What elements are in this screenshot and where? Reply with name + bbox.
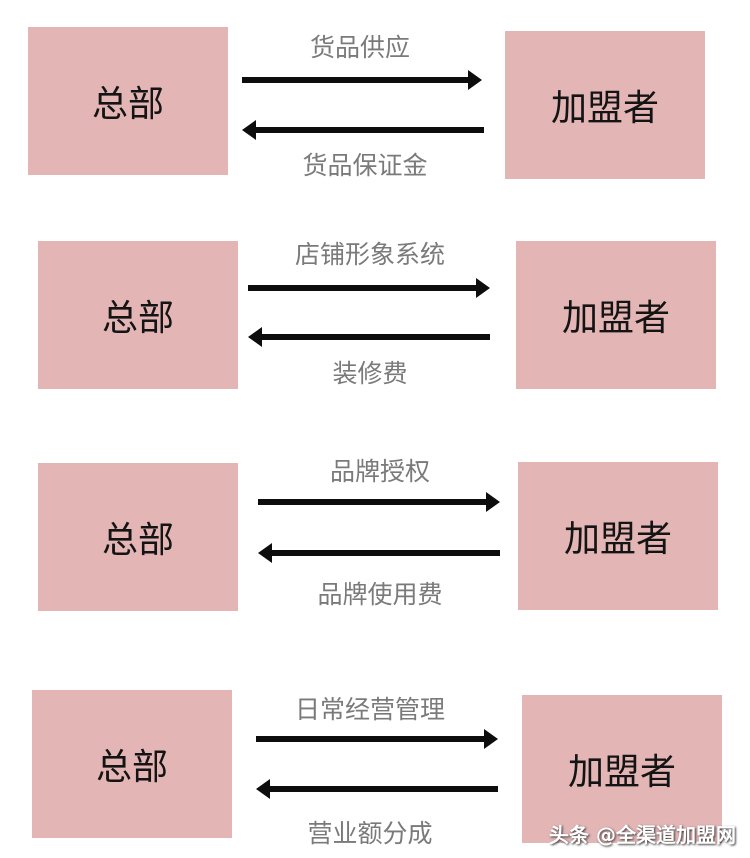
hq-box-1: 总部 (28, 27, 228, 175)
hq-box-2: 总部 (38, 241, 238, 389)
franchisee-box-1: 加盟者 (505, 31, 705, 179)
arrow-right-icon (258, 492, 500, 512)
arrow-right-icon (256, 729, 498, 749)
flow-label-bottom-3: 品牌使用费 (317, 580, 443, 609)
hq-box-4: 总部 (32, 690, 232, 838)
flow-label-top-1: 货品供应 (309, 33, 410, 62)
hq-label: 总部 (91, 84, 164, 125)
flow-label-bottom-2: 装修费 (332, 359, 408, 388)
flow-label-top-4: 日常经营管理 (294, 695, 445, 724)
franchisee-label: 加盟者 (550, 88, 659, 129)
arrow-right-icon (242, 70, 482, 90)
franchisee-label: 加盟者 (561, 298, 670, 339)
hq-box-3: 总部 (38, 463, 238, 611)
watermark: 头条 @全渠道加盟网 (549, 823, 736, 847)
arrow-right-icon (248, 278, 490, 298)
flow-label-bottom-4: 营业额分成 (307, 819, 433, 848)
franchisee-label: 加盟者 (563, 519, 672, 560)
franchisee-box-4: 加盟者 (522, 695, 722, 843)
arrow-left-icon (256, 779, 498, 799)
franchisee-label: 加盟者 (567, 752, 676, 793)
hq-label: 总部 (101, 520, 174, 561)
arrow-left-icon (258, 543, 500, 563)
hq-label: 总部 (101, 298, 174, 339)
arrow-left-icon (248, 327, 490, 347)
arrow-left-icon (242, 120, 484, 140)
hq-label: 总部 (95, 747, 168, 788)
flow-label-top-2: 店铺形象系统 (294, 240, 445, 269)
franchisee-box-3: 加盟者 (518, 462, 718, 610)
franchisee-box-2: 加盟者 (516, 241, 716, 389)
flow-label-bottom-1: 货品保证金 (302, 151, 428, 180)
flow-label-top-3: 品牌授权 (329, 457, 430, 486)
